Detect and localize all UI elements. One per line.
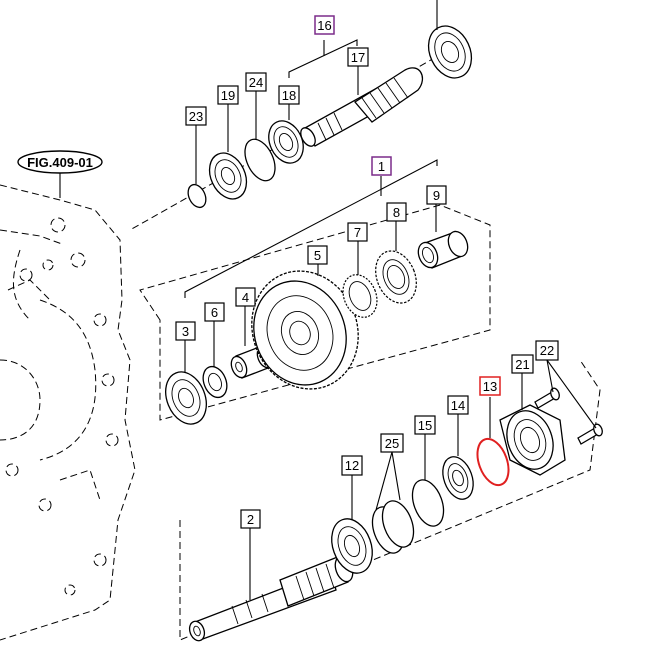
callout-17-label: 17 (351, 50, 365, 65)
callout-5[interactable]: 5 (307, 245, 328, 265)
upper-shaft-assembly (129, 0, 473, 231)
callout-24-label: 24 (249, 75, 263, 90)
bearing-3 (165, 371, 207, 425)
callout-21-label: 21 (515, 357, 529, 372)
callout-5-label: 5 (314, 248, 321, 263)
callout-18-label: 18 (282, 88, 296, 103)
figure-reference-label: FIG.409-01 (27, 155, 93, 170)
callout-1[interactable]: 1 (371, 156, 392, 176)
bearing-18 (268, 120, 304, 164)
callout-8-label: 8 (393, 205, 400, 220)
callout-24[interactable]: 24 (245, 72, 267, 92)
callout-9-label: 9 (433, 188, 440, 203)
callout-4[interactable]: 4 (235, 287, 256, 307)
figure-reference[interactable]: FIG.409-01 (17, 150, 103, 198)
output-shaft-2 (188, 555, 354, 642)
sleeve-9 (417, 230, 469, 269)
callout-25-label: 25 (385, 436, 399, 451)
callout-19[interactable]: 19 (217, 85, 239, 105)
needle-bearing-7 (342, 274, 378, 318)
callout-4-label: 4 (242, 290, 249, 305)
callout-18[interactable]: 18 (278, 85, 300, 105)
callout-16-label: 16 (317, 18, 331, 33)
callout-6-label: 6 (211, 305, 218, 320)
callout-17[interactable]: 17 (347, 47, 369, 67)
middle-gear-assembly (139, 159, 491, 425)
lower-shaft-assembly (179, 359, 603, 642)
large-gear-5 (251, 270, 359, 390)
o-ring-13[interactable] (472, 435, 515, 490)
gear-ring-8 (375, 250, 417, 304)
callout-7[interactable]: 7 (347, 222, 368, 242)
snap-ring-24 (244, 138, 276, 182)
callout-8[interactable]: 8 (386, 202, 407, 222)
transmission-housing (0, 184, 136, 641)
callout-6[interactable]: 6 (204, 302, 225, 322)
callout-21[interactable]: 21 (511, 354, 534, 374)
callout-2-label: 2 (247, 512, 254, 527)
top-bearing (427, 25, 473, 79)
callout-13-label: 13 (483, 379, 497, 394)
callout-14-label: 14 (451, 398, 465, 413)
callout-23-label: 23 (189, 109, 203, 124)
callout-7-label: 7 (354, 225, 361, 240)
splined-shaft (300, 67, 423, 147)
callout-12-label: 12 (345, 458, 359, 473)
callout-25[interactable]: 25 (380, 433, 404, 453)
callout-12[interactable]: 12 (341, 455, 363, 476)
callout-14[interactable]: 14 (447, 395, 469, 415)
callout-19-label: 19 (221, 88, 235, 103)
callout-22-label: 22 (540, 343, 554, 358)
callout-2[interactable]: 2 (240, 509, 261, 529)
oil-seal-14 (442, 456, 474, 500)
callout-15[interactable]: 15 (414, 415, 436, 435)
callout-3-label: 3 (182, 324, 189, 339)
callout-16[interactable]: 16 (314, 15, 335, 35)
callout-3[interactable]: 3 (175, 321, 196, 341)
bearing-19 (208, 152, 248, 200)
callout-15-label: 15 (418, 418, 432, 433)
snap-ring-15 (411, 479, 445, 527)
callout-13[interactable]: 13 (479, 376, 501, 396)
callout-1-label: 1 (378, 159, 385, 174)
ring-25b (381, 500, 415, 548)
circlip-23 (187, 183, 207, 209)
washer-6 (202, 365, 228, 399)
bearing-cover-21 (499, 404, 566, 476)
callout-22[interactable]: 22 (535, 340, 559, 361)
bolts-22 (534, 387, 603, 445)
bearing-12 (331, 518, 373, 574)
callout-9[interactable]: 9 (426, 185, 447, 205)
callout-23[interactable]: 23 (185, 106, 207, 126)
